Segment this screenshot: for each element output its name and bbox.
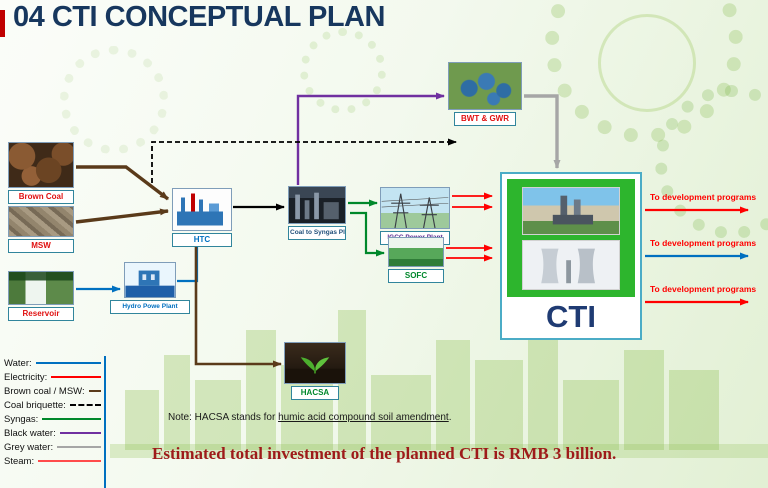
power-plant-icon	[552, 195, 594, 224]
legend-line-swatch	[38, 460, 101, 462]
legend-item: Syngas:	[4, 412, 101, 426]
brown-coal-image	[8, 142, 74, 188]
power-lines-icon	[381, 193, 449, 228]
htc-image	[172, 188, 232, 231]
cti-label: CTI	[546, 299, 596, 334]
node-hacsa: HACSA	[284, 342, 346, 400]
legend-item: Coal briquette:	[4, 398, 101, 412]
legend-label: Syngas:	[4, 413, 39, 425]
output-label-2: To development programs	[650, 238, 757, 248]
reservoir-label: Reservoir	[8, 307, 74, 321]
cti-green-panel	[507, 179, 635, 297]
legend-label: Black water:	[4, 427, 56, 439]
note-underlined: humic acid compound soil amendment	[278, 412, 449, 423]
sofc-image	[388, 237, 444, 267]
note-text: Note: HACSA stands for humic acid compou…	[168, 412, 452, 423]
igcc-image	[380, 187, 450, 229]
hacsa-image	[284, 342, 346, 384]
htc-label: HTC	[172, 233, 232, 247]
legend-line-swatch	[42, 418, 101, 420]
page-title: 04 CTI CONCEPTUAL PLAN	[13, 1, 385, 33]
legend-label: Grey water:	[4, 441, 54, 453]
legend-line-swatch	[59, 432, 101, 434]
legend-line-swatch	[35, 362, 101, 364]
legend-label: Coal briquette:	[4, 399, 66, 411]
node-htc: HTC	[172, 188, 232, 247]
arrow-msw-to-htc	[75, 208, 169, 224]
arrow-bwt-to-cti	[524, 94, 561, 169]
legend-item: Electricity:	[4, 370, 101, 384]
gas-plant-icon	[295, 192, 339, 220]
coal-to-syngas-label: Coal to Syngas Plant	[288, 226, 346, 240]
bwt-label: BWT & GWR	[454, 112, 516, 126]
legend-item: Brown coal / MSW:	[4, 384, 101, 398]
arrow-coal-briquette-from-htc	[151, 138, 457, 183]
output-label-1: To development programs	[650, 192, 757, 202]
cti-plant-photo-1	[522, 186, 620, 235]
legend: Water: Electricity: Brown coal / MSW: Co…	[4, 356, 106, 488]
legend-line-swatch	[57, 446, 101, 448]
sofc-label: SOFC	[388, 269, 444, 283]
legend-item: Water:	[4, 356, 101, 370]
legend-line-swatch	[88, 390, 101, 392]
brown-coal-label: Brown Coal	[8, 190, 74, 204]
msw-image	[8, 206, 74, 237]
note-prefix: Note: HACSA stands for	[168, 412, 279, 423]
reservoir-image	[8, 271, 74, 305]
cooling-towers-icon	[541, 248, 595, 283]
node-brown-coal: Brown Coal	[8, 142, 74, 204]
node-reservoir: Reservoir	[8, 271, 74, 321]
legend-label: Steam:	[4, 455, 35, 467]
msw-label: MSW	[8, 239, 74, 253]
title-accent-bar	[0, 10, 5, 37]
legend-label: Brown coal / MSW:	[4, 385, 85, 397]
legend-line-swatch	[69, 404, 101, 406]
legend-label: Electricity:	[4, 371, 48, 383]
hydro-plant-image	[124, 262, 176, 298]
node-sofc: SOFC	[388, 237, 444, 283]
output-label-3: To development programs	[650, 284, 757, 294]
legend-item: Grey water:	[4, 440, 101, 454]
arrow-black-water-to-bwt	[296, 92, 445, 185]
coal-to-syngas-image	[288, 186, 346, 224]
node-cti: CTI	[500, 172, 642, 340]
arrow-htc-to-hacsa	[194, 233, 282, 368]
node-msw: MSW	[8, 206, 74, 253]
cti-plant-photo-2	[522, 239, 620, 290]
node-coal-to-syngas: Coal to Syngas Plant	[288, 186, 346, 240]
factory-icon	[177, 193, 223, 226]
bwt-image	[448, 62, 522, 110]
legend-item: Steam:	[4, 454, 101, 468]
node-bwt: BWT & GWR	[448, 62, 522, 126]
legend-label: Water:	[4, 357, 32, 369]
hacsa-label: HACSA	[291, 386, 339, 400]
arrow-syngas-to-sofc	[350, 211, 385, 257]
note-suffix: .	[448, 412, 452, 423]
hydro-label: Hydro Powe Plant	[110, 300, 190, 314]
legend-item: Black water:	[4, 426, 101, 440]
sprout-icon	[285, 357, 345, 383]
node-hydro: Hydro Powe Plant	[110, 262, 190, 314]
investment-statement: Estimated total investment of the planne…	[152, 444, 617, 463]
arrow-brown-coal-to-htc	[76, 165, 170, 201]
dam-icon	[125, 270, 175, 297]
legend-line-swatch	[51, 376, 101, 378]
